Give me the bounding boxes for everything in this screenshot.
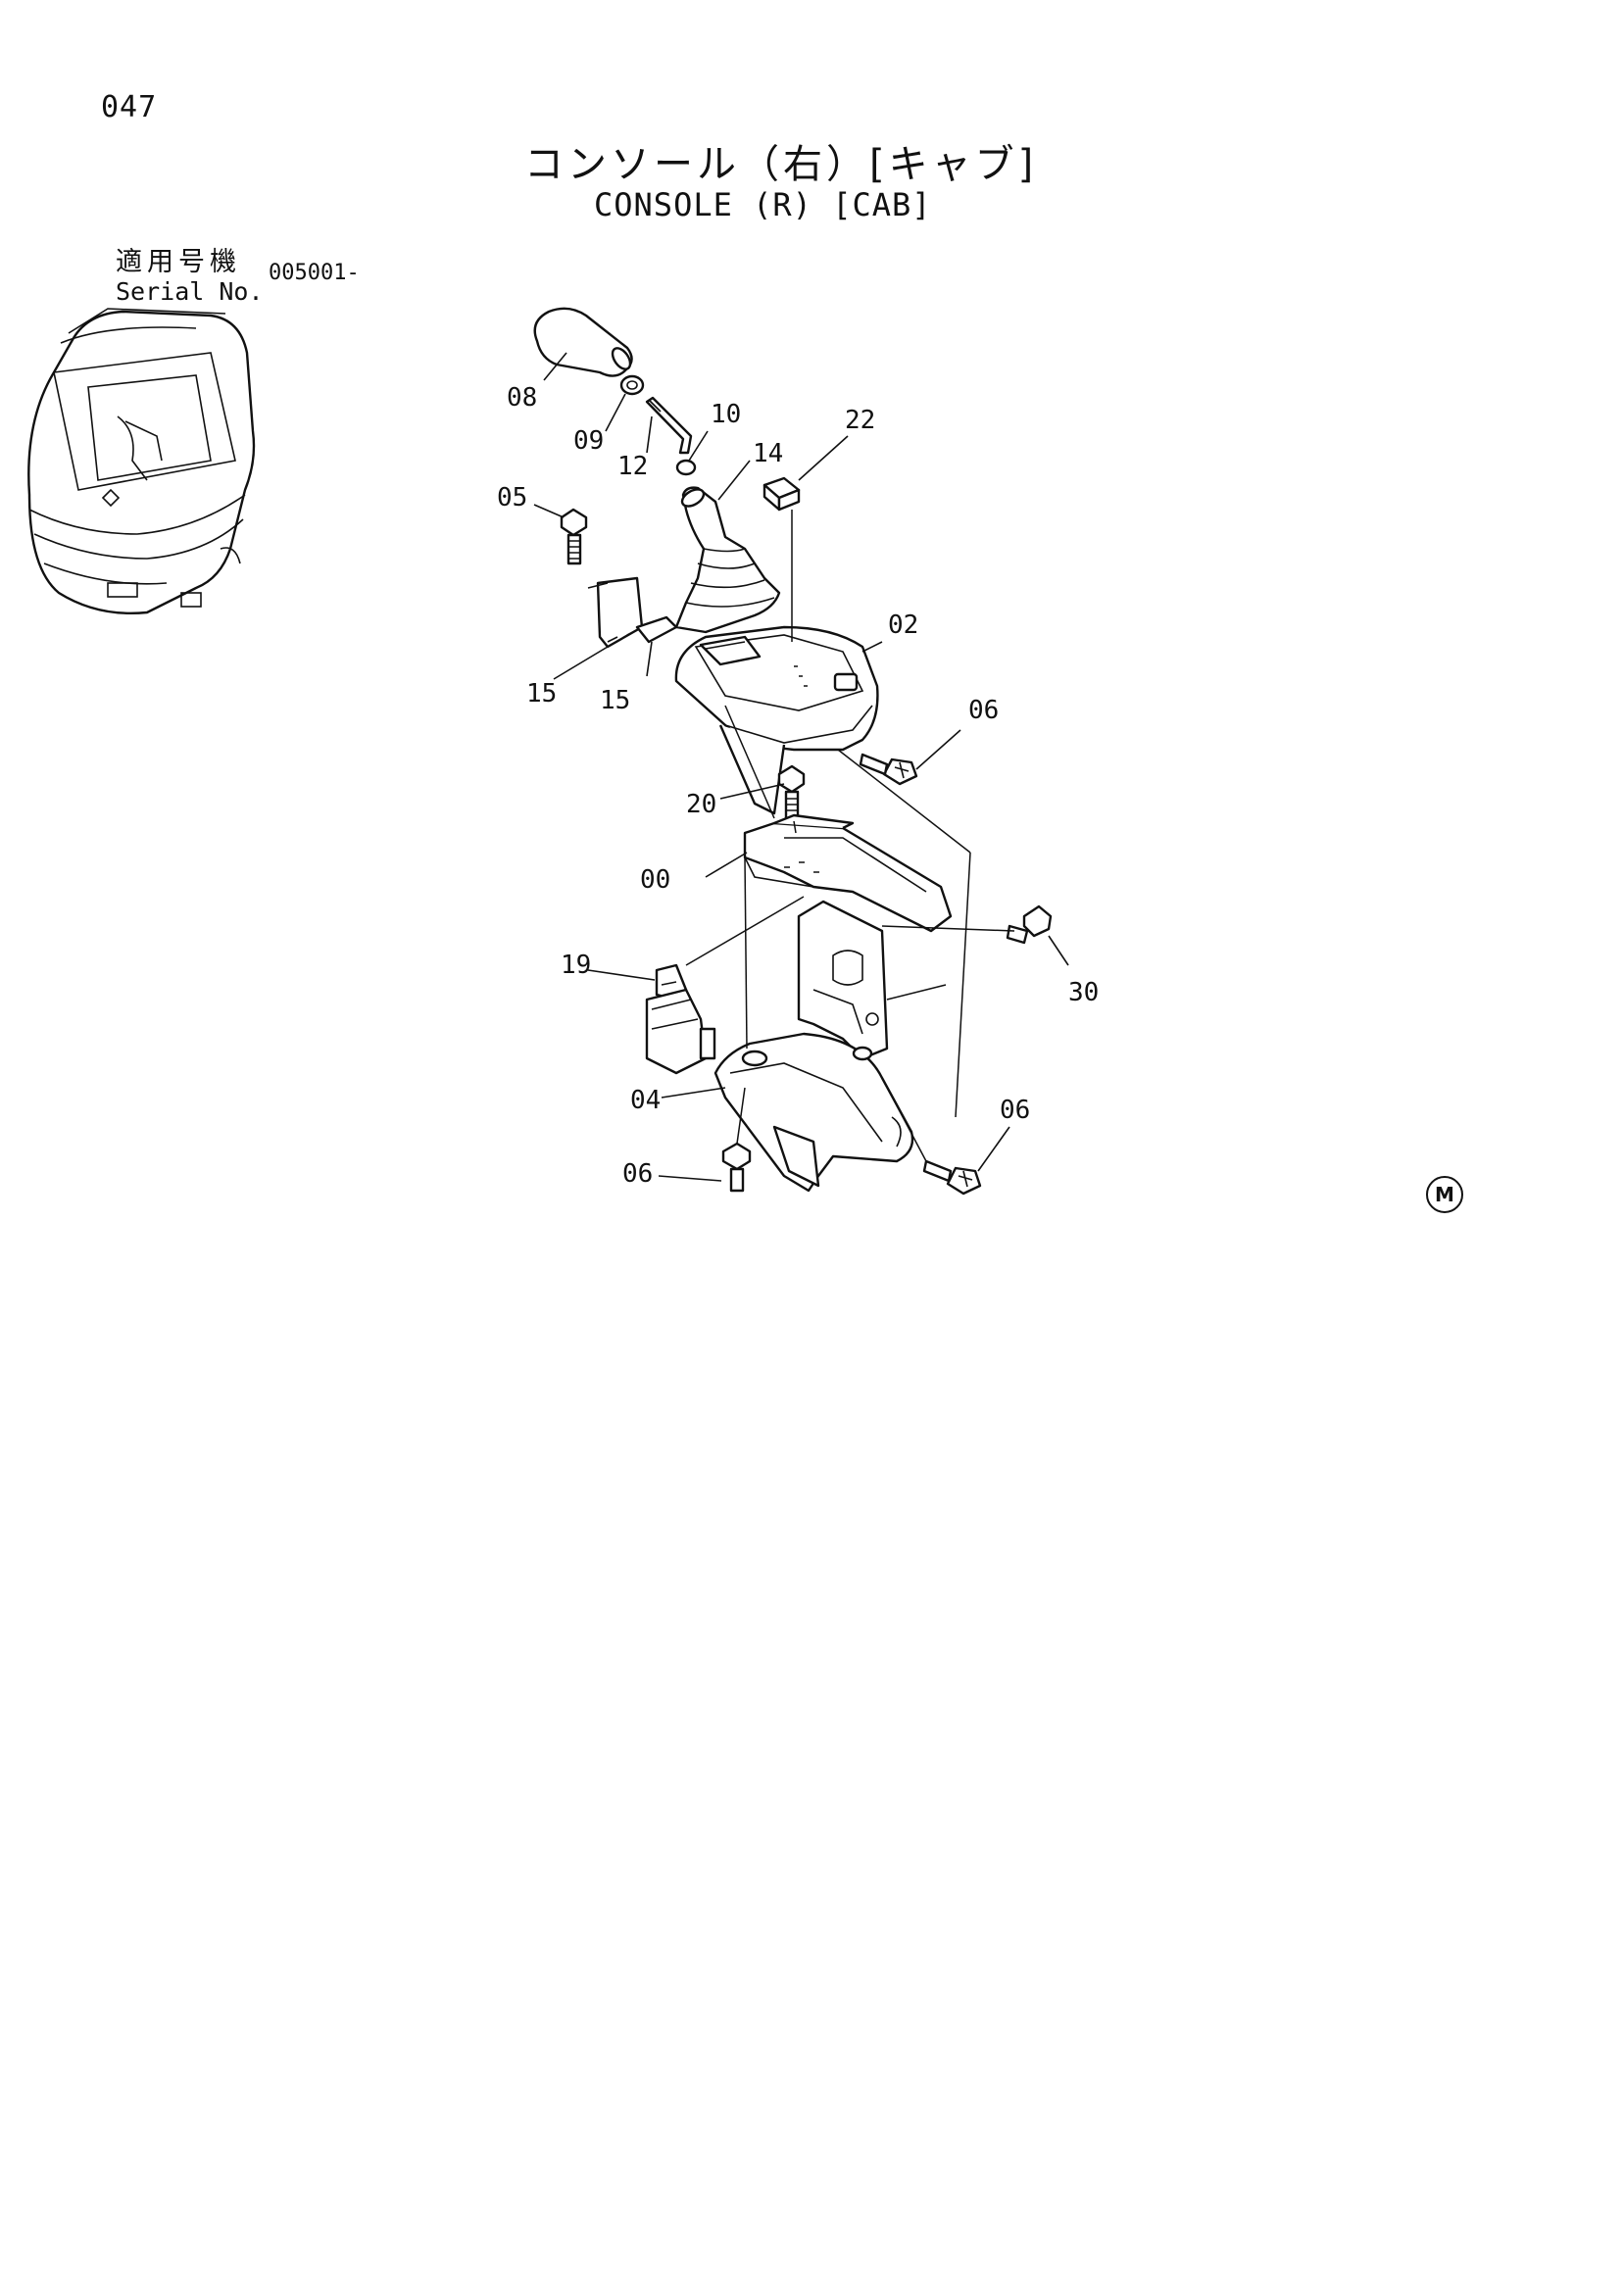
page-title-japanese: コンソール（右）[キャブ] <box>524 142 1038 187</box>
small-block-part <box>762 476 801 512</box>
screw-upper <box>859 753 918 786</box>
callout-20: 20 <box>686 790 717 819</box>
callout-06-lower-right: 06 <box>1000 1096 1031 1125</box>
lock-nut <box>619 374 645 396</box>
brackets <box>596 576 678 649</box>
serial-label-english: Serial No. <box>116 277 264 306</box>
callout-05: 05 <box>497 483 528 513</box>
callout-08: 08 <box>507 383 538 413</box>
callout-10: 10 <box>711 400 742 429</box>
callout-30: 30 <box>1068 978 1100 1007</box>
callout-15-right: 15 <box>600 686 631 715</box>
callout-12: 12 <box>617 452 649 481</box>
callout-06-lower-left: 06 <box>622 1159 654 1189</box>
circled-m-mark: M <box>1426 1176 1463 1213</box>
side-plate <box>797 900 889 1060</box>
screw-lower-left <box>721 1142 752 1193</box>
callout-19: 19 <box>561 951 592 980</box>
page-title-english: CONSOLE (R) [CAB] <box>594 186 932 223</box>
screw-lower-right <box>922 1159 982 1196</box>
callout-22: 22 <box>845 406 876 435</box>
callout-06-upper: 06 <box>968 696 1000 725</box>
pilot-valve <box>645 963 716 1075</box>
lever-knob <box>533 307 633 377</box>
callout-15-left: 15 <box>526 679 558 708</box>
console-frame <box>743 813 953 933</box>
nut <box>675 459 697 476</box>
serial-label-japanese: 適用号機 <box>116 247 241 277</box>
lever-rod <box>645 396 693 455</box>
assembly-guide-lines <box>587 510 1015 1162</box>
callout-09: 09 <box>573 426 605 456</box>
serial-number-value: 005001- <box>269 261 360 285</box>
callout-04: 04 <box>630 1086 662 1115</box>
bolt-20 <box>777 764 806 823</box>
bolt-30 <box>1006 904 1053 945</box>
upper-console-cover <box>674 625 879 815</box>
lever-boot <box>674 486 781 634</box>
bolt <box>560 508 588 565</box>
callout-14: 14 <box>753 439 784 468</box>
leader-lines <box>533 352 1069 1182</box>
excavator-cab-thumbnail <box>27 308 256 614</box>
callout-02: 02 <box>888 611 919 640</box>
lower-console-cover <box>713 1032 914 1193</box>
callout-00: 00 <box>640 865 671 895</box>
page-number: 047 <box>101 90 158 124</box>
